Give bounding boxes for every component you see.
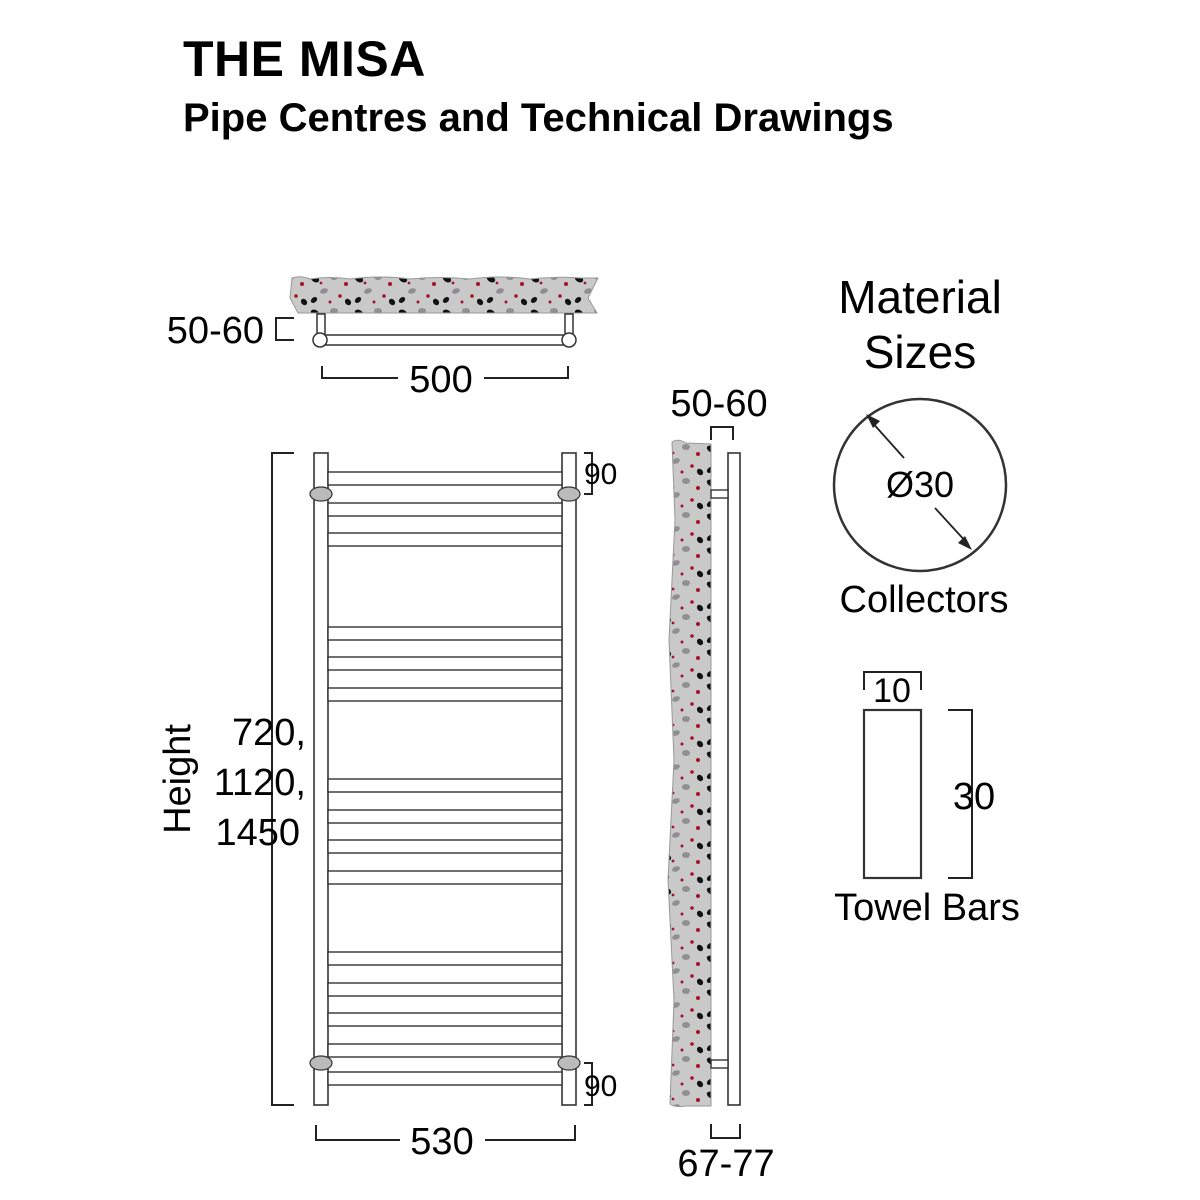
top-view-collector-left xyxy=(312,332,328,348)
towel-bar-section xyxy=(862,708,923,880)
towel-bar-4 xyxy=(327,626,563,641)
side-depth-bracket xyxy=(710,1124,741,1139)
collector-arrow-upper xyxy=(866,414,880,428)
towel-bar-2 xyxy=(327,502,563,517)
front-bracket-top-left xyxy=(309,486,333,502)
towel-bar-8 xyxy=(327,809,563,824)
side-depth-label: 67-77 xyxy=(677,1143,774,1185)
collector-diameter-label: Ø30 xyxy=(886,464,954,505)
height-dimension-bracket xyxy=(271,452,294,1106)
width-label: 530 xyxy=(410,1121,473,1163)
towel-bar-height-bracket xyxy=(948,709,973,879)
material-sizes: Material Sizes Ø30 Collectors 10 30 Towe… xyxy=(832,271,1020,929)
collector-section-circle xyxy=(832,397,1008,573)
towel-bar-15 xyxy=(327,1071,563,1086)
towel-bar-13 xyxy=(327,1012,563,1027)
collector-dimension-line-lower xyxy=(934,507,969,545)
width-bracket-right xyxy=(485,1125,576,1141)
top-view-collector-right xyxy=(561,332,577,348)
front-view: Height 720, 1120, 1450 90 90 530 xyxy=(157,452,617,1163)
page-subtitle: Pipe Centres and Technical Drawings xyxy=(183,96,894,140)
towel-bar-14 xyxy=(327,1043,563,1058)
towel-bar-7 xyxy=(327,778,563,793)
towel-bar-width-bracket xyxy=(863,671,922,690)
towel-bar-3 xyxy=(327,532,563,547)
towel-bar-12 xyxy=(327,982,563,997)
top-pipe-centres-bracket-left xyxy=(321,366,398,379)
height-value-1450: 1450 xyxy=(215,812,300,854)
bottom-offset-bracket xyxy=(584,1062,593,1106)
towel-bar-width-label: 10 xyxy=(873,672,911,710)
page-title: THE MISA xyxy=(183,31,426,87)
top-offset-bracket xyxy=(584,452,593,495)
collector-arrow-lower xyxy=(958,536,972,550)
towel-bar-11 xyxy=(327,951,563,966)
side-view-wall xyxy=(667,439,712,1108)
side-bracket-top xyxy=(710,489,729,499)
towel-bar-9 xyxy=(327,839,563,854)
top-view-rail xyxy=(320,334,570,346)
material-heading-line2: Sizes xyxy=(864,326,976,378)
material-heading-line1: Material xyxy=(838,271,1002,323)
top-wall-gap-label: 50-60 xyxy=(167,310,264,352)
towel-bar-1 xyxy=(327,471,563,486)
top-view: 50-60 500 xyxy=(167,276,599,401)
height-value-1120: 1120, xyxy=(214,762,306,804)
collector-dimension-line-upper xyxy=(869,419,905,459)
towel-bar-10 xyxy=(327,870,563,885)
top-wall-gap-bracket xyxy=(275,317,294,341)
towel-bar-label: Towel Bars xyxy=(834,887,1020,929)
top-pipe-centres-bracket-right xyxy=(484,366,569,379)
towel-bar-5 xyxy=(327,656,563,671)
collector-label: Collectors xyxy=(840,579,1009,621)
top-view-wall xyxy=(289,276,599,314)
height-label: Height xyxy=(157,724,199,834)
bottom-offset-label: 90 xyxy=(584,1070,617,1103)
top-offset-label: 90 xyxy=(584,458,617,491)
top-pipe-centres-label: 500 xyxy=(409,359,472,401)
side-bracket-bottom xyxy=(710,1059,729,1069)
height-value-720: 720, xyxy=(232,712,306,754)
front-collector-right xyxy=(561,452,577,1106)
front-bracket-bottom-left xyxy=(309,1055,333,1071)
width-bracket-left xyxy=(315,1125,400,1141)
side-wall-gap-bracket xyxy=(710,426,734,440)
front-bracket-bottom-right xyxy=(557,1055,581,1071)
front-collector-left xyxy=(313,452,329,1106)
front-bracket-top-right xyxy=(557,486,581,502)
side-view: 50-60 67-77 xyxy=(667,383,775,1185)
towel-bars xyxy=(327,471,563,1086)
side-collector xyxy=(727,452,741,1106)
side-wall-gap-label: 50-60 xyxy=(670,383,767,425)
towel-bar-6 xyxy=(327,687,563,702)
towel-bar-height-label: 30 xyxy=(953,776,995,818)
